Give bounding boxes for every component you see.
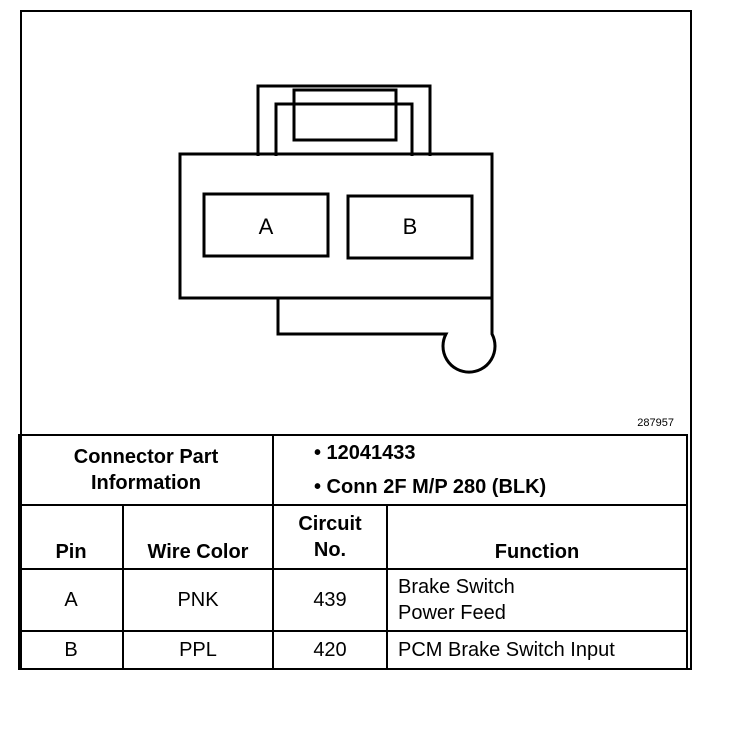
cavity-b-outline [346,194,474,260]
cavity-b-label: B [403,214,418,239]
header-pin: Pin [18,504,124,570]
part-info-values: • 12041433 • Conn 2F M/P 280 (BLK) [272,434,688,506]
connector-diagram: A B 287957 [178,84,674,429]
connector-info-table: Connector Part Information • 12041433 • … [18,434,688,670]
part-number: • 12041433 [314,442,416,464]
table-row: A PNK 439 Brake Switch Power Feed [18,568,688,632]
latch-inner [274,102,414,156]
header-circuit: Circuit No. [272,504,388,570]
function-cell: PCM Brake Switch Input [386,630,688,670]
header-wire-color: Wire Color [122,504,274,570]
connector-key [276,298,497,374]
circuit-cell: 420 [272,630,388,670]
header-circuit-line2: No. [313,539,347,561]
function-cell: Brake Switch Power Feed [386,568,688,632]
function-line1: Brake Switch [398,576,515,598]
header-circuit-line1: Circuit [298,513,362,535]
cavity-a-outline [202,192,330,258]
part-info-label-line1: Connector Part [73,446,219,468]
connector-latch [256,84,432,156]
part-description: • Conn 2F M/P 280 (BLK) [314,476,547,498]
reference-number: 287957 [637,417,674,429]
header-function: Function [386,504,688,570]
wire-color-cell: PPL [122,630,274,670]
circuit-cell: 439 [272,568,388,632]
cavity-a-label: A [259,214,274,239]
page-frame [20,10,692,670]
connector-body [178,152,494,300]
wire-color-cell: PNK [122,568,274,632]
pin-cell: A [18,568,124,632]
part-info-label-line2: Information [91,472,201,494]
header-row: Pin Wire Color Circuit No. Function [18,504,688,570]
part-info-label: Connector Part Information [18,434,274,506]
table-row: B PPL 420 PCM Brake Switch Input [18,630,688,670]
function-line2: Power Feed [398,602,506,624]
latch-tab [292,88,398,142]
part-info-row: Connector Part Information • 12041433 • … [18,434,688,506]
pin-cell: B [18,630,124,670]
